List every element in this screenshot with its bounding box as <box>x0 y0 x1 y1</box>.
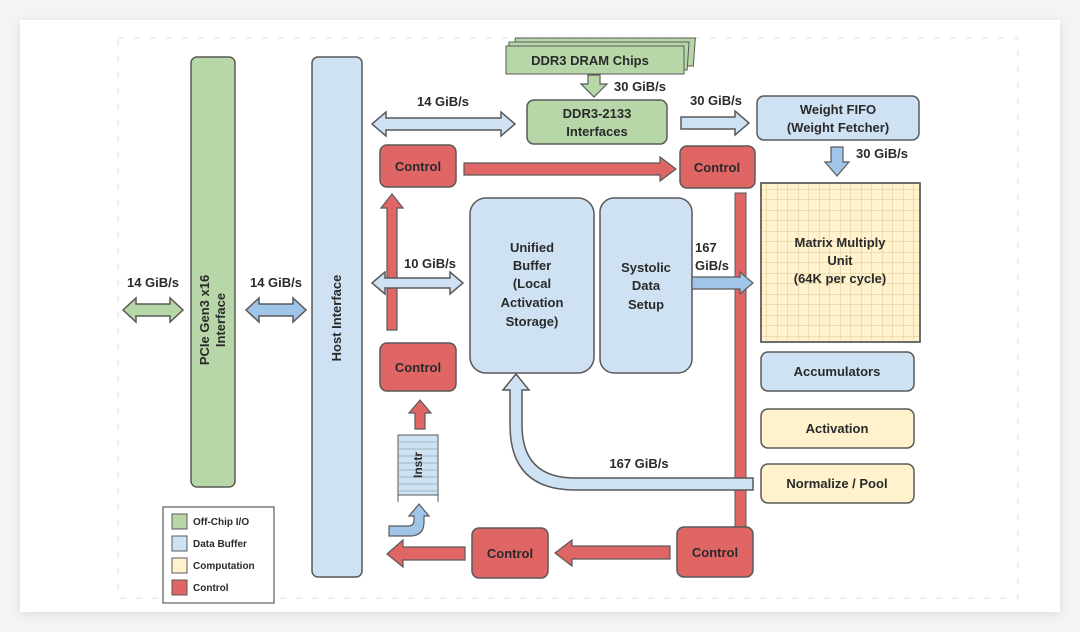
ddr3-interfaces-block <box>526 99 668 145</box>
accumulators-label: Accumulators <box>794 364 881 379</box>
control-block-bottom-right <box>676 526 754 578</box>
ddr3-iface-label-2: Interfaces <box>566 124 627 139</box>
legend-label: Control <box>193 583 229 594</box>
host-interface-label: Host Interface <box>329 275 344 362</box>
legend-label: Computation <box>193 561 255 572</box>
activation-block <box>760 408 915 449</box>
host-ub-arrow <box>370 270 465 296</box>
bw-fifo-mmu: 30 GiB/s <box>856 146 908 161</box>
control-block-bottom-mid <box>471 527 549 579</box>
ddr3-dram-chips: DDR3 DRAM Chips <box>505 37 696 75</box>
control-block-mid-left <box>379 342 457 392</box>
mmu-label-3: (64K per cycle) <box>794 271 887 286</box>
instr-queue: Instr <box>397 434 439 502</box>
control-block-top-left <box>379 144 457 188</box>
bw-pcie-host: 14 GiB/s <box>250 275 302 290</box>
normalize-pool-label: Normalize / Pool <box>786 476 887 491</box>
legend-swatch-off-chip <box>171 513 188 530</box>
external-io-arrow <box>121 296 185 324</box>
ddr3-iface-label-1: DDR3-2133 <box>563 106 632 121</box>
legend-label: Off-Chip I/O <box>193 517 249 528</box>
legend-swatch-data-buffer <box>171 535 188 552</box>
host-ddr-arrow <box>370 110 517 138</box>
bw-systolic-mmu-1: 167 <box>695 240 717 255</box>
pcie-label-2: Interface <box>213 293 228 347</box>
control-bottom-arrow-2 <box>386 538 466 569</box>
instr-label: Instr <box>411 452 425 478</box>
control-label: Control <box>692 545 738 560</box>
normalize-pool-block <box>760 463 915 504</box>
unified-buffer-block <box>469 197 595 374</box>
control-right-arrow <box>463 155 677 183</box>
control-label: Control <box>487 546 533 561</box>
bw-dram-iface: 30 GiB/s <box>614 79 666 94</box>
ub-label-5: Storage) <box>506 314 559 329</box>
systolic-label-2: Data <box>632 278 661 293</box>
bw-external: 14 GiB/s <box>127 275 179 290</box>
systolic-label-3: Setup <box>628 297 664 312</box>
iface-fifo-arrow <box>680 109 751 137</box>
pcie-host-arrow <box>244 296 308 324</box>
matrix-multiply-unit: Matrix Multiply Unit (64K per cycle) <box>760 182 921 343</box>
instr-control-arrow <box>407 399 433 430</box>
ddr3-chips-label: DDR3 DRAM Chips <box>531 53 649 68</box>
legend-swatch-control <box>171 579 188 596</box>
accumulators-block <box>760 351 915 392</box>
legend: Off-Chip I/O Data Buffer Computation Con… <box>162 506 275 604</box>
dram-iface-arrow <box>579 74 609 98</box>
ub-label-4: Activation <box>501 295 564 310</box>
pcie-interface-block <box>190 56 236 488</box>
weight-fifo-block <box>756 95 920 141</box>
bw-host-ddr: 14 GiB/s <box>417 94 469 109</box>
systolic-mmu-arrow <box>691 270 754 296</box>
control-bottom-arrow-1 <box>554 538 671 568</box>
systolic-label-1: Systolic <box>621 260 671 275</box>
ub-label-3: (Local <box>513 276 551 291</box>
control-label: Control <box>395 159 441 174</box>
weight-fifo-label-2: (Weight Fetcher) <box>787 120 889 135</box>
weight-fifo-label-1: Weight FIFO <box>800 102 876 117</box>
control-label: Control <box>395 360 441 375</box>
bw-systolic-mmu-2: GiB/s <box>695 258 729 273</box>
mmu-label-1: Matrix Multiply <box>794 235 886 250</box>
control-block-top-right <box>679 145 756 189</box>
bw-iface-fifo: 30 GiB/s <box>690 93 742 108</box>
bw-pool-ub: 167 GiB/s <box>609 456 668 471</box>
pcie-label-1: PCIe Gen3 x16 <box>197 275 212 365</box>
fifo-mmu-arrow <box>823 146 851 177</box>
mmu-label-2: Unit <box>827 253 853 268</box>
ub-label-2: Buffer <box>513 258 551 273</box>
activation-label: Activation <box>806 421 869 436</box>
legend-swatch-computation <box>171 557 188 574</box>
host-interface-block <box>311 56 363 578</box>
ub-label-1: Unified <box>510 240 554 255</box>
instr-input-arrow <box>388 503 431 537</box>
control-label: Control <box>694 160 740 175</box>
bw-host-ub: 10 GiB/s <box>404 256 456 271</box>
control-up-arrow <box>379 193 405 331</box>
legend-label: Data Buffer <box>193 539 247 550</box>
pool-ub-arrow <box>501 372 754 491</box>
